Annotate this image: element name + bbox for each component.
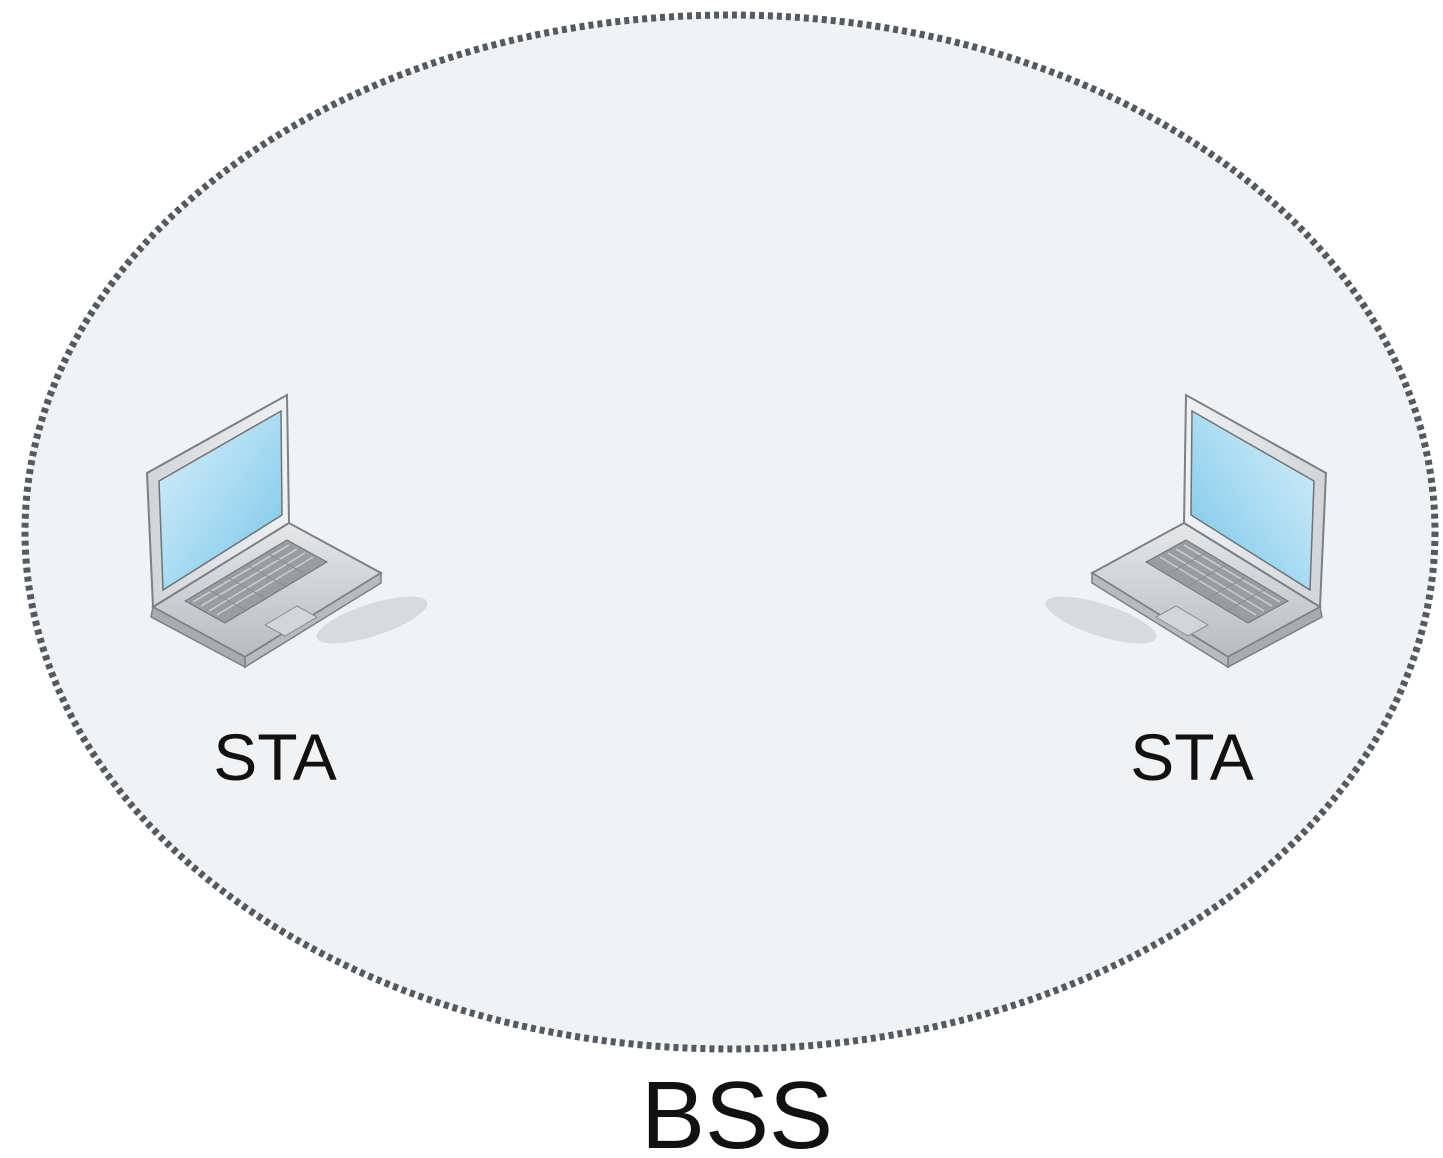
station-label: STA bbox=[1130, 720, 1253, 794]
station-label: STA bbox=[213, 720, 336, 794]
bss-coverage-area bbox=[21, 11, 1439, 1053]
bss-label: BSS bbox=[641, 1062, 833, 1158]
